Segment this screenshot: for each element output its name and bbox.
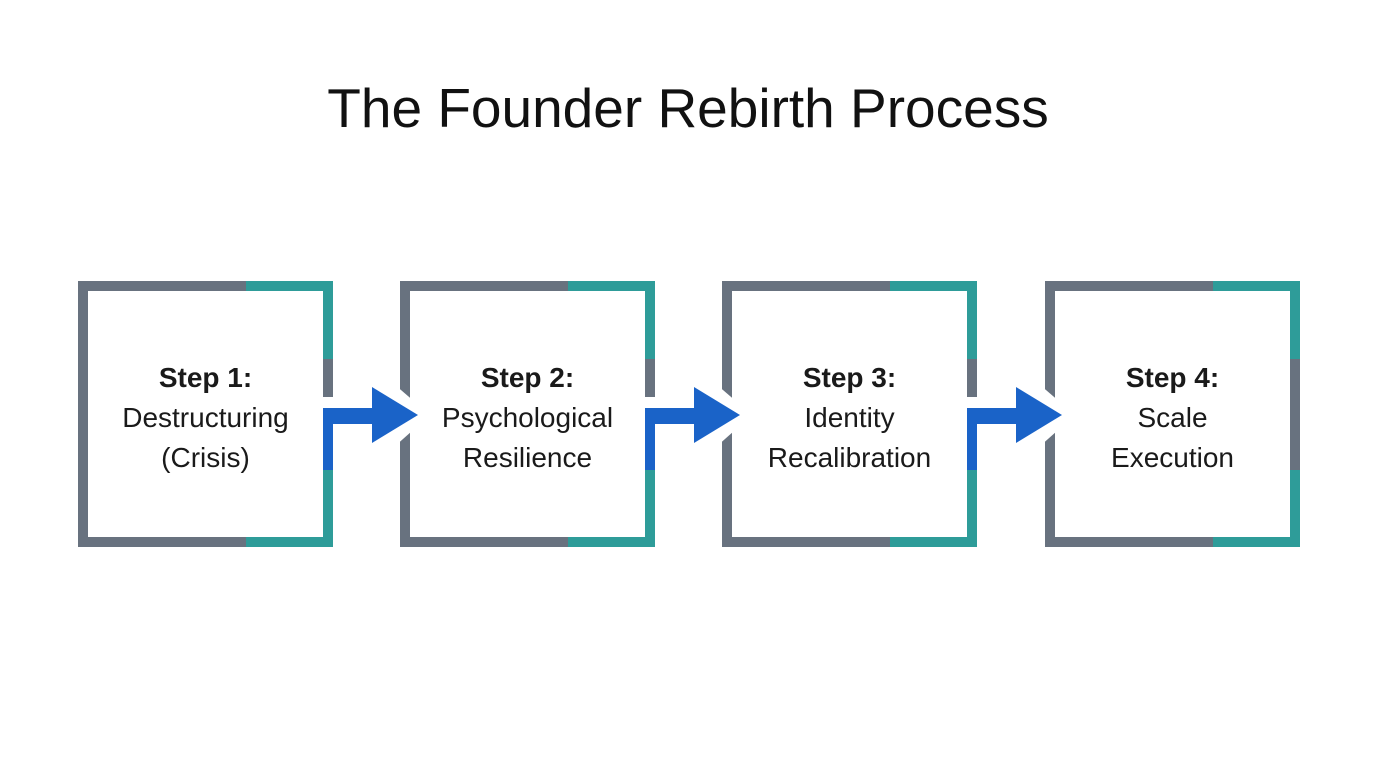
border-segment (890, 281, 977, 291)
border-segment (246, 537, 333, 547)
step-label: Step 1: (158, 362, 253, 393)
arrow-tail (645, 408, 655, 470)
step-box-1: Step 1: Destructuring (Crisis) (78, 281, 333, 547)
arrow-tail (967, 408, 977, 470)
arrow-tail (323, 408, 333, 470)
border-segment (246, 281, 333, 291)
border-segment (967, 470, 977, 547)
step-line: Resilience (462, 442, 593, 473)
border-segment (78, 537, 246, 547)
border-segment (890, 537, 977, 547)
border-segment (1213, 281, 1300, 291)
step-line: Execution (1111, 442, 1234, 473)
border-segment (967, 281, 977, 359)
border-segment (722, 537, 890, 547)
border-segment (400, 281, 568, 291)
border-segment (323, 470, 333, 547)
arrow-connector-1 (323, 387, 418, 443)
arrow-head-icon (372, 387, 418, 443)
step-text: Step 4: Scale Execution (1055, 291, 1290, 537)
border-segment (1290, 470, 1300, 547)
border-segment (568, 281, 655, 291)
arrow-connector-3 (967, 387, 1062, 443)
step-box-4: Step 4: Scale Execution (1045, 281, 1300, 547)
arrow-arm (645, 408, 698, 424)
border-segment (967, 359, 977, 397)
arrow-arm (323, 408, 376, 424)
step-line: Psychological (441, 402, 614, 433)
step-label: Step 3: (802, 362, 897, 393)
border-segment (323, 359, 333, 397)
step-text: Step 1: Destructuring (Crisis) (88, 291, 323, 537)
border-segment (645, 359, 655, 397)
page-title: The Founder Rebirth Process (327, 77, 1049, 139)
arrow-head-icon (694, 387, 740, 443)
arrow-head-icon (1016, 387, 1062, 443)
border-segment (1045, 537, 1213, 547)
step-line: (Crisis) (161, 442, 250, 473)
border-segment (1290, 359, 1300, 472)
step-text: Step 2: Psychological Resilience (410, 291, 645, 537)
border-segment (1290, 281, 1300, 359)
border-segment (645, 281, 655, 359)
arrow-arm (967, 408, 1020, 424)
border-segment (722, 281, 890, 291)
border-segment (78, 281, 246, 291)
step-text: Step 3: Identity Recalibration (732, 291, 967, 537)
step-line: Scale (1137, 402, 1208, 433)
border-segment (645, 470, 655, 547)
step-line: Identity (804, 402, 895, 433)
step-box-3: Step 3: Identity Recalibration (722, 281, 977, 547)
step-label: Step 2: (480, 362, 575, 393)
step-line: Destructuring (122, 402, 289, 433)
border-segment (568, 537, 655, 547)
step-box-2: Step 2: Psychological Resilience (400, 281, 655, 547)
border-segment (400, 537, 568, 547)
border-segment (323, 281, 333, 359)
border-segment (78, 281, 88, 547)
border-segment (1213, 537, 1300, 547)
step-label: Step 4: (1125, 362, 1220, 393)
step-line: Recalibration (767, 442, 932, 473)
border-segment (1045, 281, 1213, 291)
arrow-connector-2 (645, 387, 740, 443)
